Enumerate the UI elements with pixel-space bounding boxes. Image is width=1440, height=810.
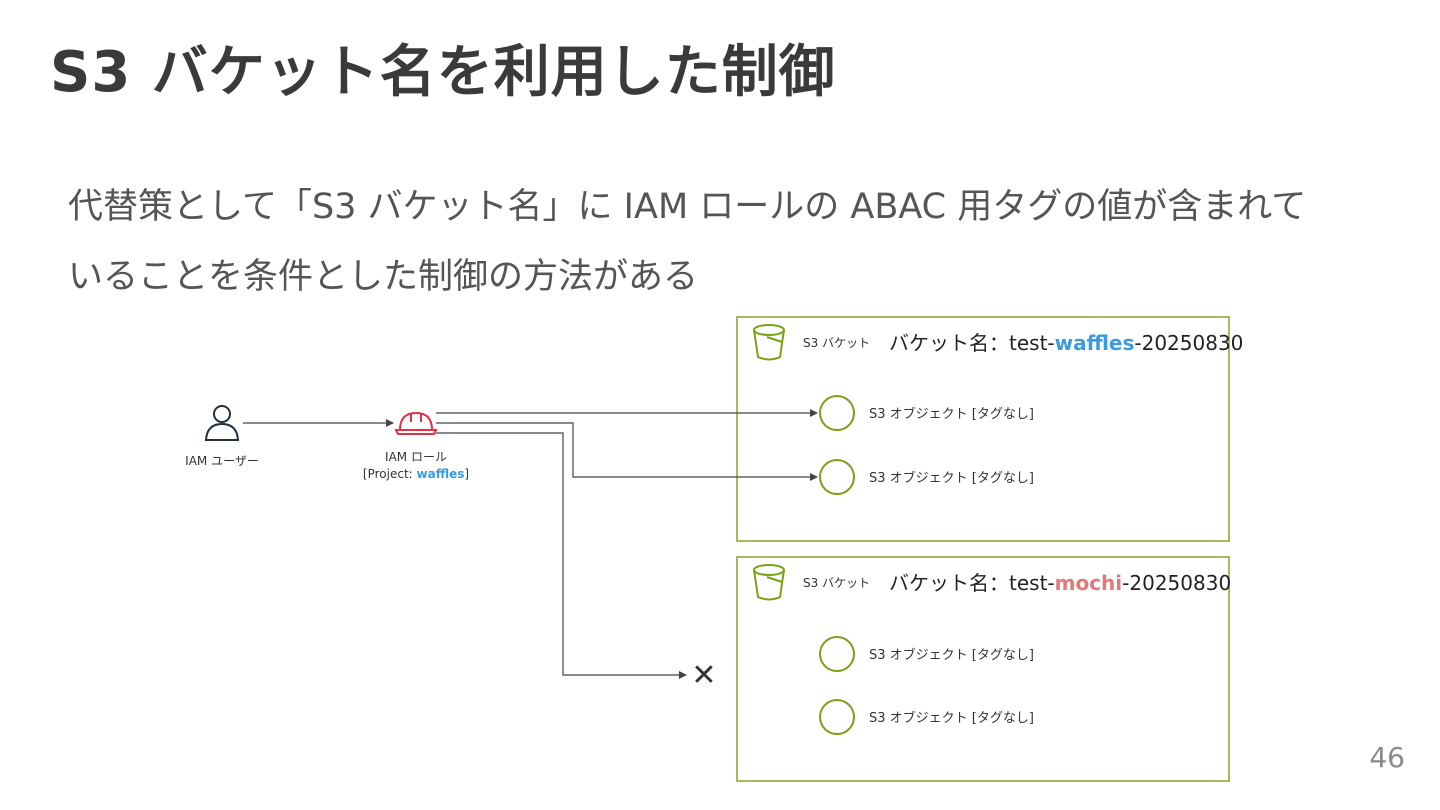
bucket-name: バケット名：test-mochi-20250830 [889, 571, 1231, 595]
bucket-small-label: S3 バケット [803, 576, 870, 590]
role-tag-value: waffles [417, 467, 465, 481]
s3-object-label: S3 オブジェクト [タグなし] [869, 647, 1034, 663]
denied-mark: ✕ [691, 658, 716, 693]
body-line-1: 代替策として「S3 バケット名」に IAM ロールの ABAC 用タグの値が含ま… [68, 187, 1307, 227]
user-icon [204, 405, 240, 441]
iam-role-label: IAM ロール [385, 450, 447, 464]
connector-role-to-denied [436, 432, 687, 679]
slide-body: 代替策として「S3 バケット名」に IAM ロールの ABAC 用タグの値が含ま… [68, 172, 1388, 312]
connector-role-to-object-2 [436, 422, 818, 481]
role-tag-prefix: [Project: [363, 467, 417, 481]
iam-user-label: IAM ユーザー [185, 454, 259, 468]
bucket-group-mochi [736, 556, 1230, 782]
s3-object-icon [819, 395, 855, 431]
bucket-name-prefix: バケット名：test- [889, 331, 1055, 355]
role-icon [394, 411, 438, 435]
s3-object-icon [819, 699, 855, 735]
bucket-name-suffix: -20250830 [1134, 331, 1243, 355]
bucket-small-label: S3 バケット [803, 336, 870, 350]
bucket-icon [753, 564, 785, 601]
s3-object-icon [819, 459, 855, 495]
slide-title: S3 バケット名を利用した制御 [50, 40, 836, 105]
role-tag-suffix: ] [464, 467, 469, 481]
iam-role-tag: [Project: waffles] [363, 467, 469, 481]
s3-object-label: S3 オブジェクト [タグなし] [869, 710, 1034, 726]
bucket-name-highlight: waffles [1055, 331, 1135, 355]
bucket-group-waffles [736, 316, 1230, 542]
body-line-2: いることを条件とした制御の方法がある [68, 257, 699, 297]
s3-object-icon [819, 636, 855, 672]
page-number: 46 [1369, 741, 1405, 774]
bucket-icon [753, 324, 785, 361]
bucket-name-highlight: mochi [1055, 571, 1123, 595]
s3-object-label: S3 オブジェクト [タグなし] [869, 406, 1034, 422]
bucket-name: バケット名：test-waffles-20250830 [889, 331, 1243, 355]
bucket-name-suffix: -20250830 [1122, 571, 1231, 595]
bucket-name-prefix: バケット名：test- [889, 571, 1055, 595]
s3-object-label: S3 オブジェクト [タグなし] [869, 470, 1034, 486]
